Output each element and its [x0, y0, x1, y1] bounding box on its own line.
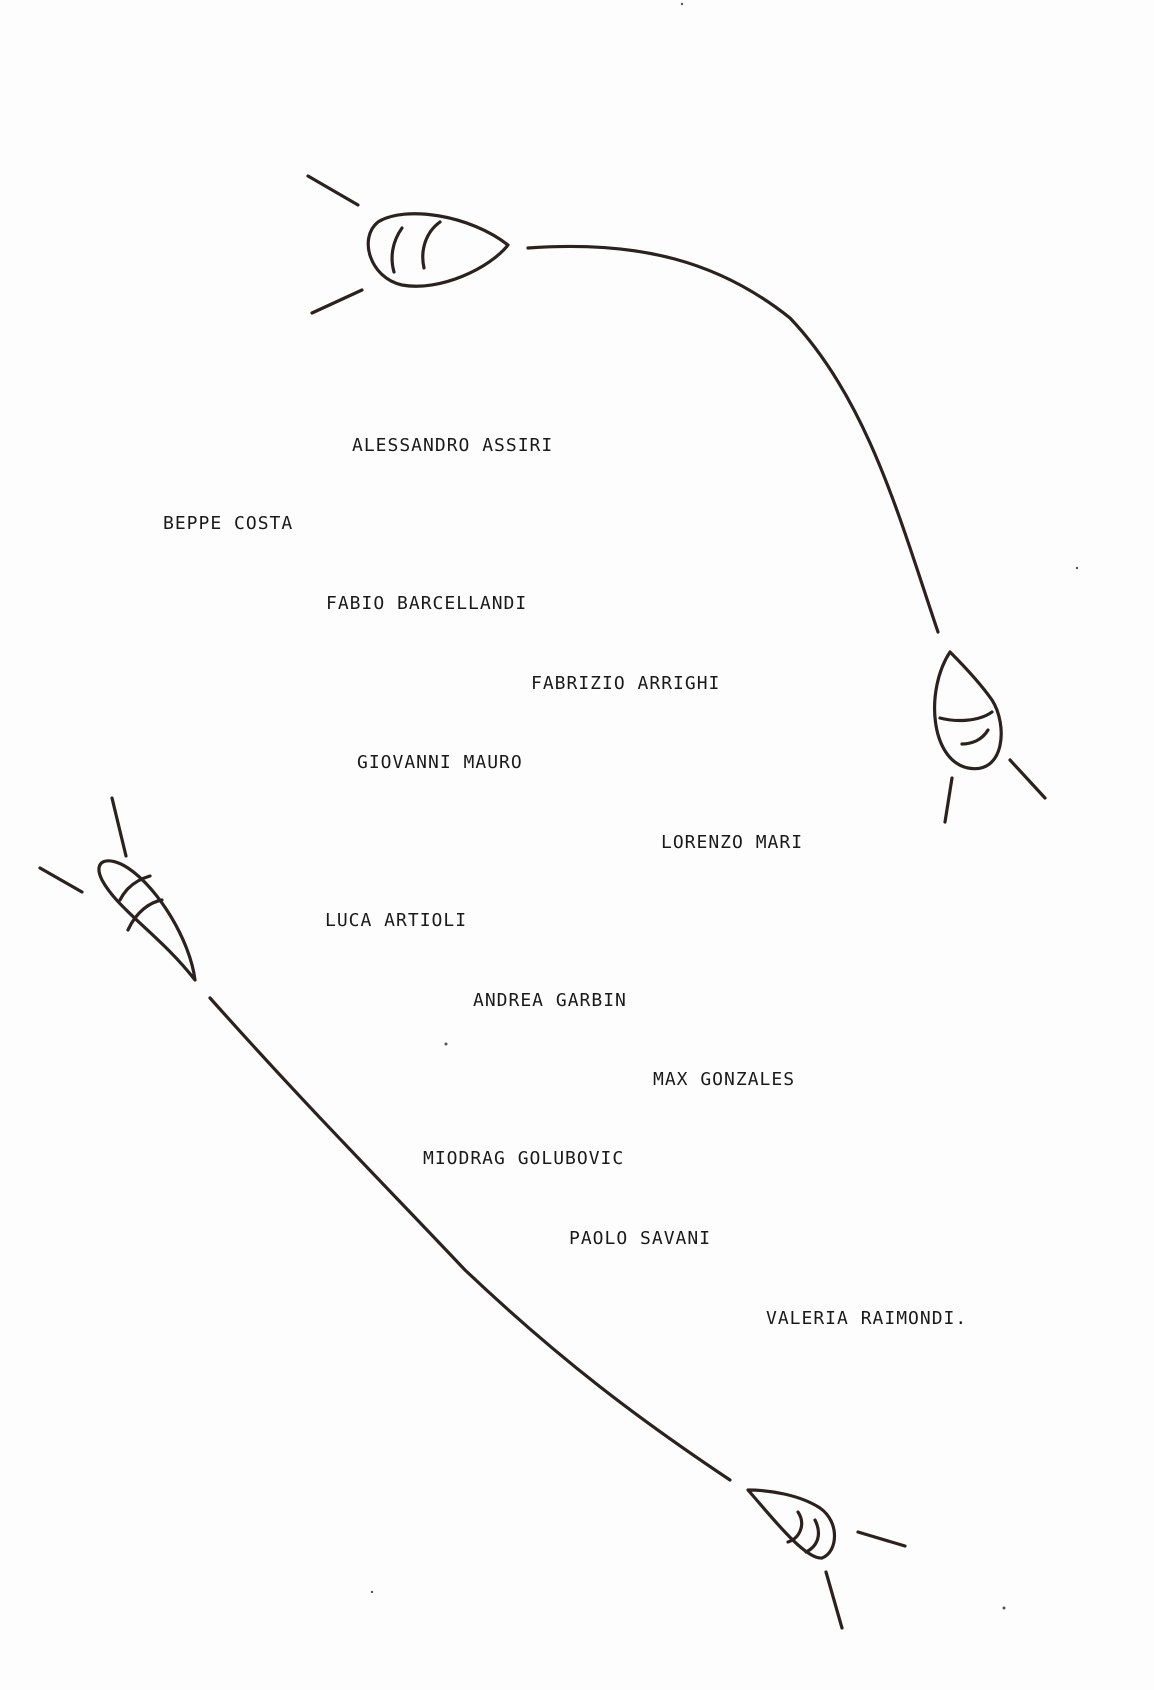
lamp-inner-mark [126, 898, 164, 932]
name-4: FABRIZIO ARRIGHI [531, 673, 721, 694]
seed-lamp-icon-left [38, 796, 197, 982]
lamp-body [366, 212, 510, 288]
name-10: MIODRAG GOLUBOVIC [423, 1148, 625, 1169]
name-5: GIOVANNI MAURO [357, 752, 523, 773]
seed-lamp-icon-top-left [306, 174, 510, 315]
name-9: MAX GONZALES [653, 1069, 796, 1090]
lamp-ray [1008, 758, 1047, 800]
lamp-inner-mark [390, 226, 404, 274]
name-8: ANDREA GARBIN [473, 990, 627, 1011]
seed-lamp-icon-bottom-right [746, 1488, 907, 1630]
lamp-ray [824, 1570, 844, 1630]
curved-line-top [526, 244, 940, 634]
lamp-ray [306, 174, 360, 207]
lamp-inner-mark [938, 710, 994, 723]
lamp-ray [110, 796, 128, 858]
lamp-inner-mark [421, 220, 442, 270]
name-6: LORENZO MARI [661, 832, 804, 853]
lamp-ray [38, 866, 84, 894]
lamp-inner-mark [118, 874, 152, 902]
paper-specks [370, 2, 1079, 1610]
curved-line-bottom [208, 996, 732, 1482]
lamp-body [933, 650, 1003, 771]
lamp-body [97, 859, 197, 982]
name-2: BEPPE COSTA [163, 513, 294, 534]
name-7: LUCA ARTIOLI [325, 910, 468, 931]
lamp-inner-mark [786, 1510, 804, 1544]
lamp-inner-mark [960, 728, 990, 746]
lamp-body [746, 1488, 836, 1560]
lamp-ray [943, 776, 954, 824]
name-12: VALERIA RAIMONDI. [766, 1308, 968, 1329]
lamp-inner-mark [804, 1518, 820, 1554]
lamp-ray [856, 1530, 907, 1548]
name-3: FABIO BARCELLANDI [326, 593, 528, 614]
name-11: PAOLO SAVANI [569, 1228, 712, 1249]
lamp-ray [310, 288, 364, 315]
name-1: ALESSANDRO ASSIRI [352, 435, 554, 456]
seed-lamp-icon-right [933, 650, 1047, 824]
